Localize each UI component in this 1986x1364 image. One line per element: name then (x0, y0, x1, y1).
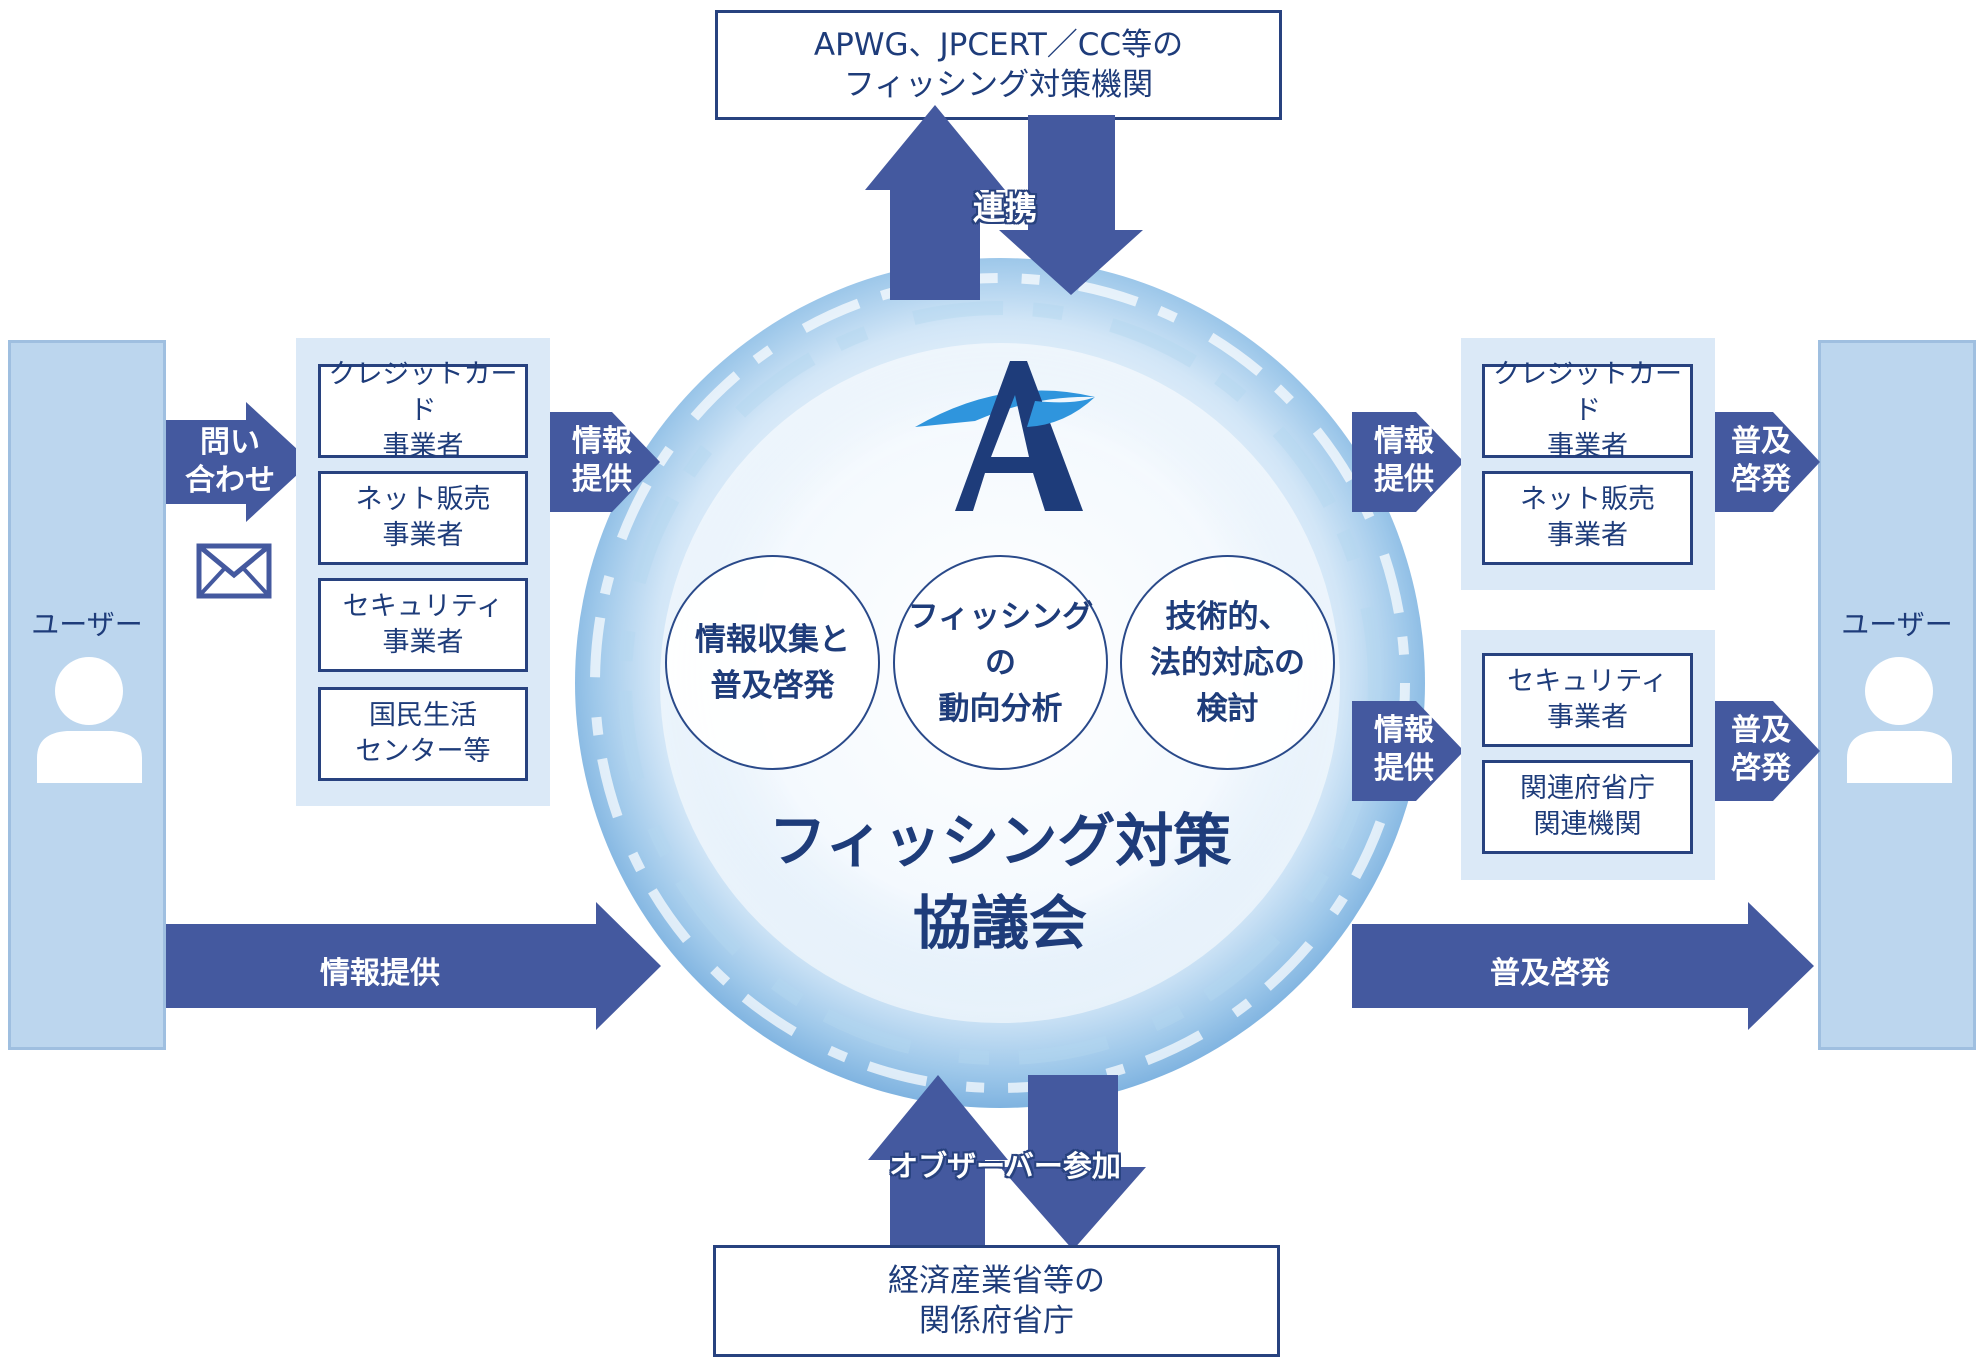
left-box-credit-card: クレジットカード 事業者 (318, 359, 528, 462)
observer-arrows (868, 1075, 1146, 1250)
activity-trend-analysis: フィッシングの 動向分析 (893, 555, 1108, 770)
center-title: フィッシング対策 協議会 (768, 807, 1232, 957)
right-box-online-retail: ネット販売 事業者 (1482, 471, 1693, 565)
left-box-security: セキュリティ 事業者 (318, 578, 528, 672)
bottom-org-box: 経済産業省等の関係府省庁 (713, 1245, 1280, 1357)
inquiry-label: 問い 合わせ (185, 425, 275, 498)
right-box-security: セキュリティ 事業者 (1482, 653, 1693, 747)
right-info-provide-arrow-top (1352, 412, 1464, 512)
left-info-provide-arrow (550, 412, 660, 512)
right-box-credit-card: クレジットカード 事業者 (1482, 359, 1693, 462)
bottom-right-arrow-label: 普及啓発 (1490, 956, 1610, 991)
right-info-provide-label-top: 情報 提供 (1374, 424, 1434, 497)
person-icon (37, 657, 142, 783)
person-icon (1847, 657, 1952, 783)
left-user-panel: ユーザー (8, 340, 166, 1050)
collaboration-arrows (865, 105, 1143, 300)
bottom-org-text: 経済産業省等の関係府省庁 (888, 1263, 1105, 1339)
right-user-panel: ユーザー (1818, 340, 1976, 1050)
right-promote-label-top: 普及 啓発 (1731, 424, 1791, 497)
envelope-icon (196, 543, 272, 599)
activity-info-collection: 情報収集と 普及啓発 (665, 555, 880, 770)
left-box-consumer-center: 国民生活 センター等 (318, 687, 528, 781)
bottom-left-arrow (166, 902, 661, 1030)
right-box-related-agencies: 関連府省庁 関連機関 (1482, 760, 1693, 854)
right-promote-arrow-top (1715, 412, 1820, 512)
collaboration-label: 連携 (972, 189, 1037, 227)
right-info-provide-label-bottom: 情報 提供 (1374, 713, 1434, 786)
top-org-text: APWG、JPCERT／CC等のフィッシング対策機関 (813, 27, 1184, 103)
right-info-provide-arrow-bottom (1352, 701, 1464, 801)
bottom-left-arrow-label: 情報提供 (320, 956, 440, 991)
logo-icon (915, 361, 1095, 511)
left-user-label: ユーザー (31, 608, 143, 641)
left-box-online-retail: ネット販売 事業者 (318, 471, 528, 565)
left-info-provide-label: 情報 提供 (572, 424, 632, 497)
bottom-right-arrow (1352, 902, 1814, 1030)
right-user-label: ユーザー (1841, 608, 1953, 641)
right-promote-label-bottom: 普及 啓発 (1731, 713, 1791, 786)
right-promote-arrow-bottom (1715, 701, 1820, 801)
top-org-box: APWG、JPCERT／CC等のフィッシング対策機関 (715, 10, 1282, 120)
activity-legal-technical: 技術的、 法的対応の 検討 (1120, 555, 1335, 770)
inquiry-arrow (166, 402, 311, 522)
observer-label: オブザーバー参加 (889, 1149, 1121, 1183)
